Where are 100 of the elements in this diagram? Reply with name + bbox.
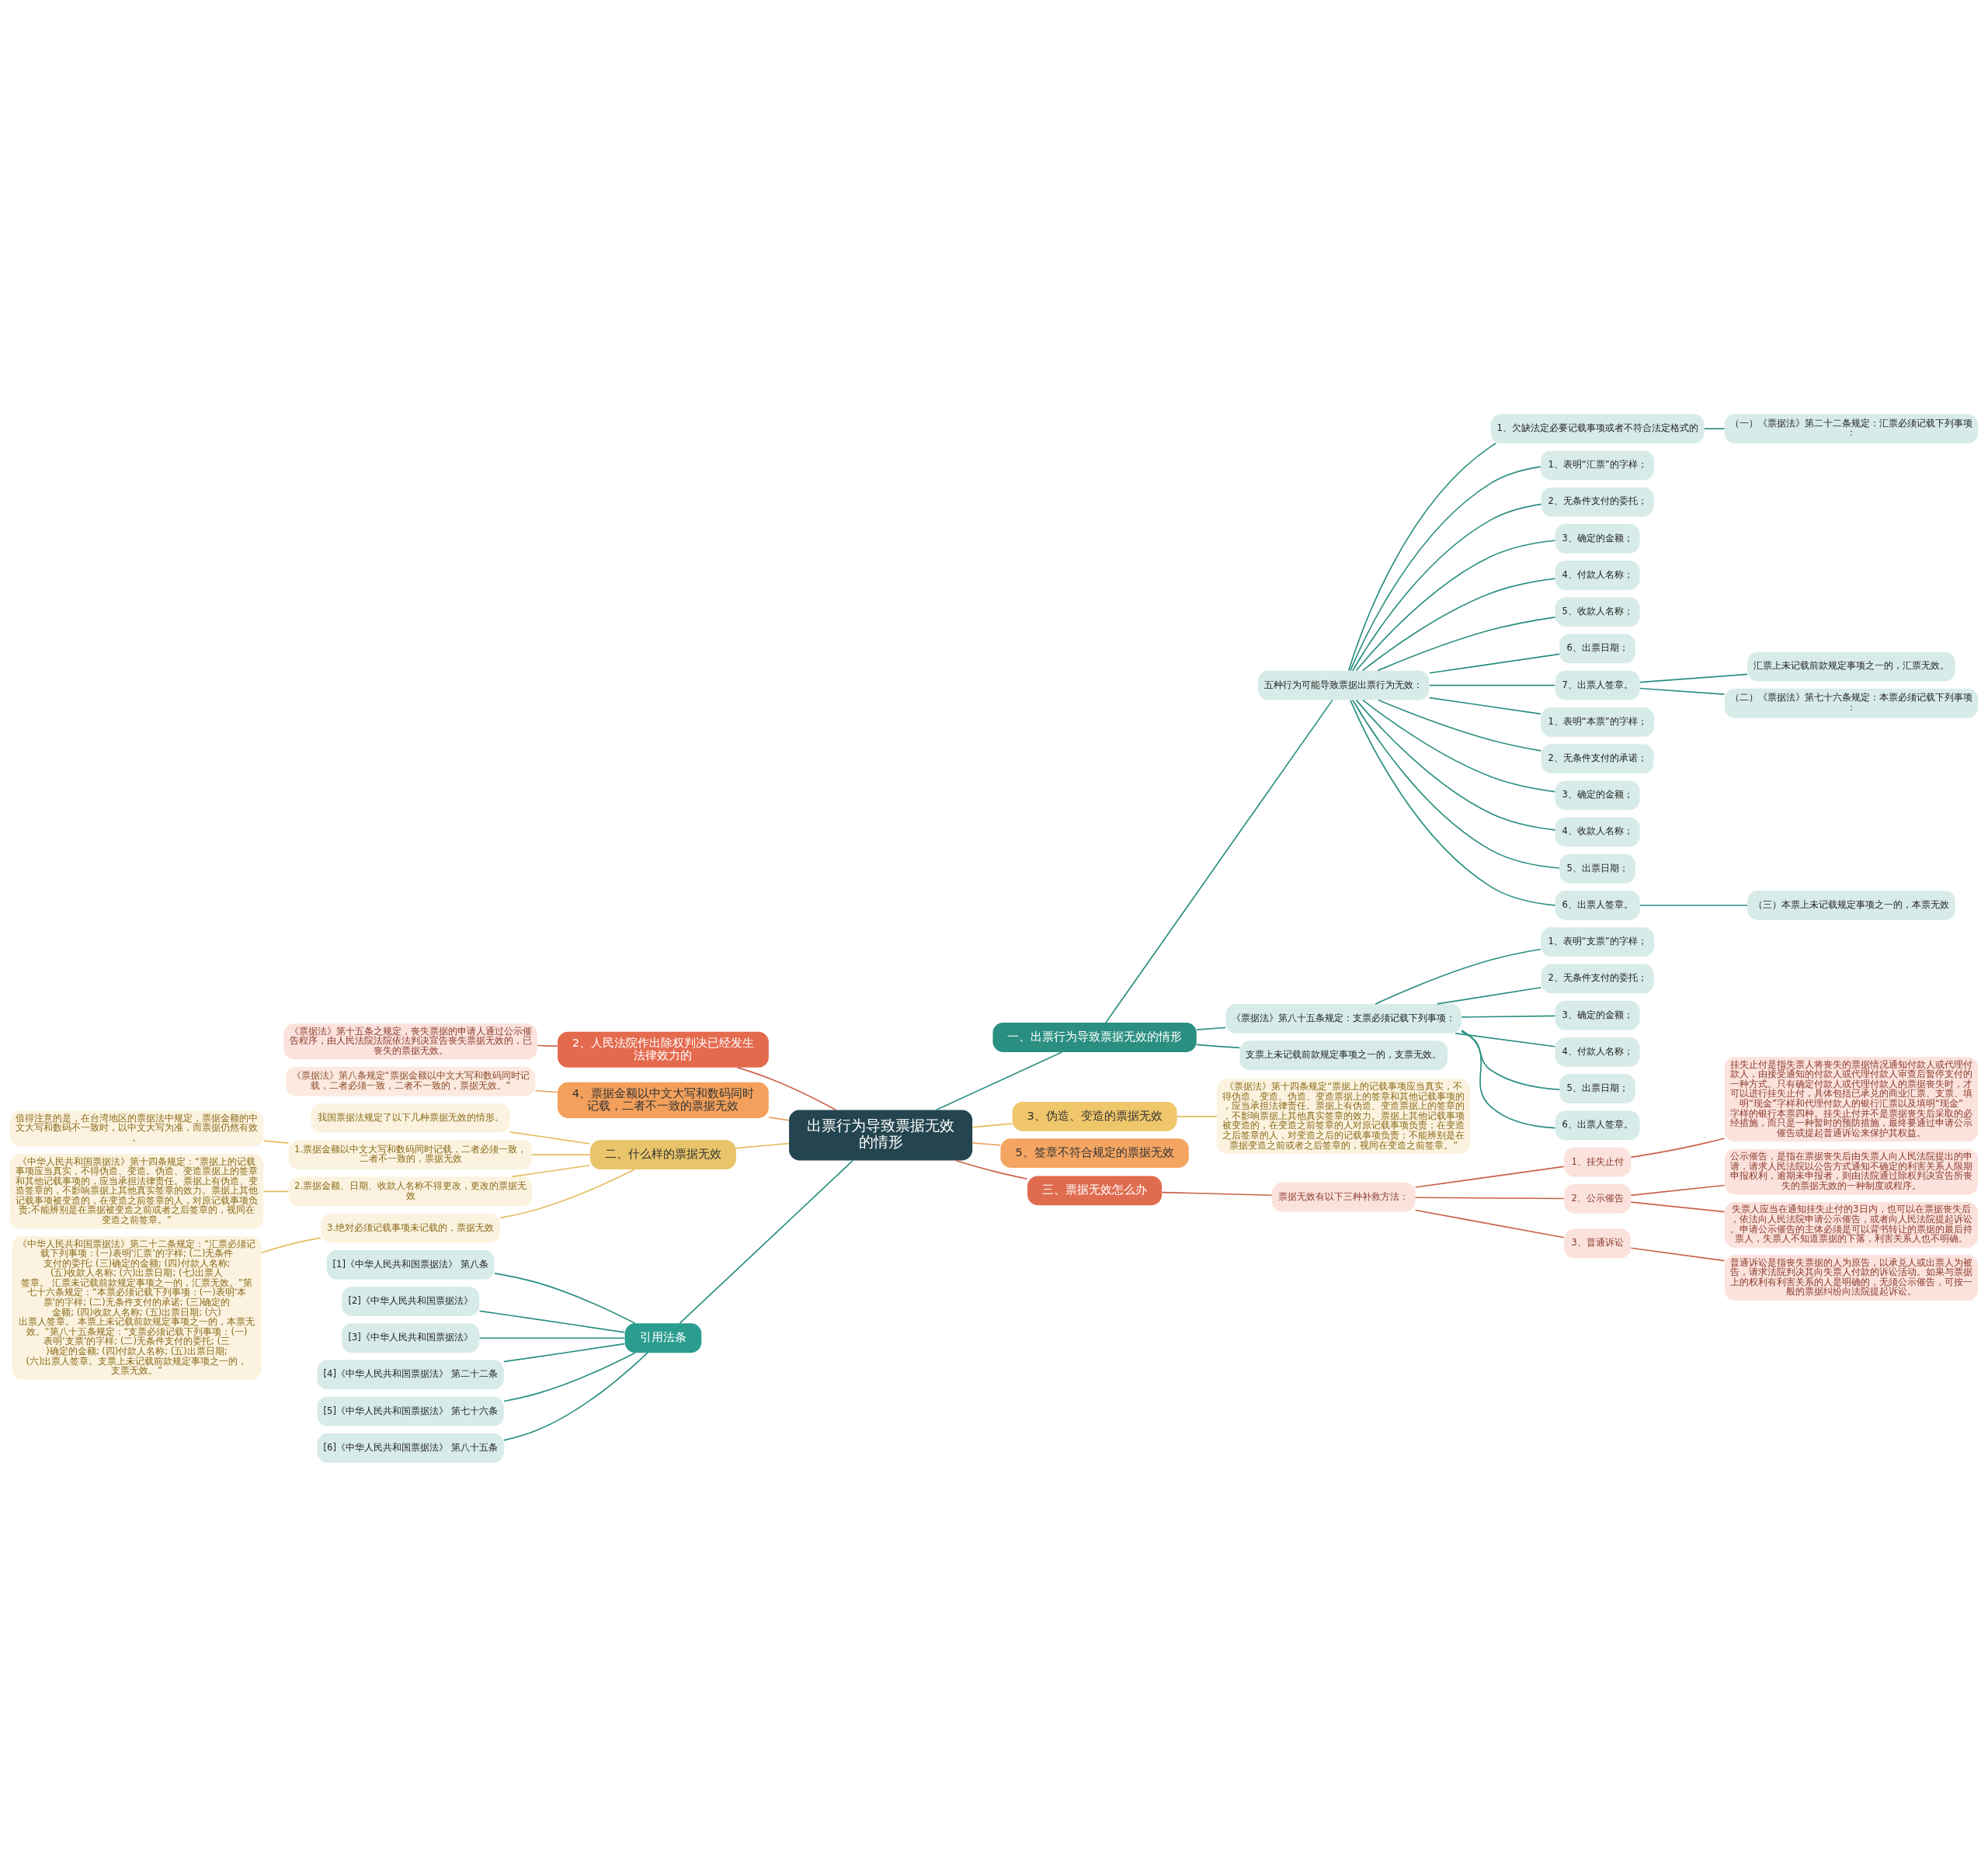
connector bbox=[1350, 465, 1541, 672]
node-box: 5、出票日期； bbox=[1559, 853, 1635, 884]
connector bbox=[971, 1122, 1013, 1127]
node-box: 3.绝对必须记载事项未记载的，票据无效 bbox=[321, 1213, 501, 1242]
connector bbox=[1630, 1200, 1726, 1212]
connector bbox=[1362, 699, 1556, 792]
connector bbox=[1196, 1044, 1241, 1048]
connector bbox=[1436, 986, 1542, 1005]
node-box: 2、无条件支付的承诺； bbox=[1541, 743, 1654, 773]
connector bbox=[1161, 1191, 1273, 1196]
connector bbox=[1105, 699, 1333, 1023]
connector bbox=[736, 1066, 836, 1110]
connector bbox=[1630, 1246, 1726, 1261]
node-box: 《票据法》第十五条之规定，丧失票据的申请人通过公示催告程序，由人民法院法院依法判决宣告丧失票据无效的，已丧失的票据无效。 bbox=[283, 1023, 537, 1059]
node-box: 3、确定的金额； bbox=[1555, 523, 1640, 554]
node-box: 五种行为可能导致票据出票行为无效： bbox=[1258, 670, 1430, 700]
node-box: 引用法条 bbox=[624, 1322, 702, 1353]
connector bbox=[679, 1159, 854, 1324]
node-box: （三）本票上未记载规定事项之一的，本票无效 bbox=[1747, 890, 1955, 920]
connector bbox=[509, 1131, 591, 1145]
node-box: 《中华人民共和国票据法》第二十二条规定：“汇票必须记载下列事项：(一)表明‘汇票’的字样; (二)无条件支付的委托; (三)确定的金额; (四)付款人名称; (五)收款人名称; (六)出票日期; (七)出票人签章。 汇票未记载前款规定事项之一的，汇票无效。”第七十六条规定：“本票必须记载下列事项：(一)表明‘本票’的字样; (二)无条件支付的承诺; (三)确定的金额; (四)收款人名称; (五)出票日期; (六)出票人签章。 本票上未记载前款规定事项之一的，本票无效。”第八十五条规定：“支票必须记载下列事项：(一)表明‘支票’的字样; (二)无条件支付的委托; (三)确定的金额; (四)付款人名称; (五)出票日期; (六)出票人签章。支票上未记载前款规定事项之一的，支票无效。” bbox=[12, 1235, 262, 1380]
node-box: 2、无条件支付的委托； bbox=[1541, 964, 1654, 993]
connector bbox=[954, 1159, 1028, 1179]
node-box: 3、确定的金额； bbox=[1555, 780, 1640, 810]
node-box: [6]《中华人民共和国票据法》 第八十五条 bbox=[317, 1433, 504, 1463]
connector bbox=[1428, 684, 1555, 686]
node-box: 票据无效有以下三种补救方法： bbox=[1271, 1182, 1416, 1212]
connector bbox=[1630, 1137, 1726, 1158]
node-box: 6、出票人签章。 bbox=[1555, 890, 1640, 920]
node-box: 6、出票人签章。 bbox=[1555, 1110, 1640, 1140]
connector bbox=[261, 1236, 321, 1253]
node-box: 4、收款人名称； bbox=[1555, 817, 1640, 846]
node-box: 《中华人民共和国票据法》第十四条规定：“票据上的记载事项应当真实，不得伪造、变造。伪造、变造票据上的签章和其他记载事项的，应当承担法律责任。票据上有伪造、变造签章的，不影响票据上其他真实签章的效力。票据上其他记载事项被变造的，在变造之前签章的人，对原记载事项负责;不能辨别是在票据被变造之前或者之后签章的，视同在变造之前签章。” bbox=[9, 1153, 264, 1229]
connector bbox=[1461, 1015, 1556, 1018]
connector bbox=[1378, 699, 1542, 752]
connector bbox=[1461, 1029, 1556, 1128]
node-box: [3]《中华人民共和国票据法》 bbox=[341, 1322, 480, 1353]
connector bbox=[502, 1351, 648, 1441]
connector bbox=[1639, 673, 1748, 683]
connector bbox=[511, 1164, 591, 1177]
node-box: [1]《中华人民共和国票据法》 第八条 bbox=[326, 1249, 495, 1280]
connector bbox=[502, 1343, 626, 1362]
node-box: [5]《中华人民共和国票据法》 第七十六条 bbox=[317, 1396, 504, 1426]
connector bbox=[494, 1272, 636, 1324]
connector bbox=[1355, 539, 1556, 671]
connector bbox=[1428, 653, 1561, 674]
connector bbox=[1414, 1209, 1565, 1239]
node-box: 1、表明“本票”的字样； bbox=[1541, 707, 1655, 737]
node-box: 5、签章不符合规定的票据无效 bbox=[1000, 1138, 1189, 1168]
connector bbox=[1351, 503, 1542, 672]
connector bbox=[1350, 699, 1556, 906]
node-box: [2]《中华人民共和国票据法》 bbox=[341, 1286, 480, 1316]
connector bbox=[1352, 699, 1560, 869]
node-box: 2、公示催告 bbox=[1564, 1183, 1632, 1214]
node-box: 5、出票日期； bbox=[1559, 1073, 1635, 1103]
connector bbox=[262, 1190, 290, 1192]
connector bbox=[499, 1168, 635, 1218]
connector bbox=[1377, 616, 1556, 671]
node-box: 支票上未记载前款规定事项之一的，支票无效。 bbox=[1239, 1040, 1448, 1070]
node-box: 出票行为导致票据无效的情形 bbox=[789, 1109, 973, 1160]
node-box: 3、确定的金额； bbox=[1555, 1000, 1640, 1030]
connector bbox=[1414, 1196, 1565, 1199]
connector bbox=[1361, 577, 1556, 671]
node-box: （一）《票据法》第二十二条规定：汇票必须记载下列事项： bbox=[1724, 413, 1979, 443]
node-box: 普通诉讼是指丧失票据的人为原告，以承兑人或出票人为被告，请求法院判决其向失票人付款的诉讼活动。如果与票据上的权利有利害关系的人是明确的，无须公示催告，可按一般的票据纠纷向法院提起诉讼。 bbox=[1724, 1254, 1979, 1301]
connector bbox=[1630, 1184, 1726, 1196]
connector bbox=[531, 1153, 591, 1155]
node-box: 2、人民法院作出除权判决已经发生法律效力的 bbox=[558, 1031, 769, 1068]
node-box: 挂失止付是指失票人将丧失的票据情况通知付款人或代理付款人，由接受通知的付款人或代理付款人审查后暂停支付的一种方式。只有确定付款人或代理付款人的票据丧失时，才可以进行挂失止付，具体包括已承兑的商业汇票、支票、填明“现金”字样和代理付款人的银行汇票以及填明“现金”字样的银行本票四种。挂失止付并不是票据丧失后采取的必经措施，而只是一种暂时的预防措施，最终要通过申请公示催告或提起普通诉讼来保护其权益。 bbox=[1724, 1056, 1979, 1141]
connector bbox=[503, 1351, 636, 1402]
connector bbox=[1639, 687, 1726, 695]
node-box: 1、欠缺法定必要记载事项或者不符合法定格式的 bbox=[1490, 413, 1705, 443]
connector bbox=[478, 1336, 626, 1339]
node-box: 4、付款人名称； bbox=[1555, 1037, 1640, 1067]
connector bbox=[262, 1139, 290, 1144]
connector bbox=[1355, 699, 1556, 831]
node-box: 我国票据法规定了以下几种票据无效的情形。 bbox=[311, 1103, 510, 1133]
node-box: 三、票据无效怎么办 bbox=[1027, 1175, 1163, 1205]
connector bbox=[768, 1116, 790, 1121]
connector bbox=[534, 1089, 558, 1093]
connector bbox=[1461, 1030, 1561, 1090]
node-box: 值得注意的是，在台湾地区的票据法中规定，票据金额的中文大写和数码不一致时，以中文大写为准，而票据仍然有效。 bbox=[9, 1110, 264, 1147]
connector bbox=[936, 1051, 1063, 1110]
node-box: 《票据法》第八条规定“票据金额以中文大写和数码同时记载，二者必须一致，二者不一致的，票据无效。” bbox=[286, 1066, 536, 1096]
connector bbox=[1176, 1115, 1218, 1117]
connector bbox=[1375, 948, 1541, 1005]
node-box: 2、无条件支付的委托； bbox=[1541, 487, 1654, 516]
connector bbox=[1428, 697, 1541, 714]
node-box: 3、伪造、变造的票据无效 bbox=[1012, 1101, 1177, 1131]
connector bbox=[1704, 427, 1726, 429]
connector bbox=[1639, 904, 1748, 906]
node-box: （二）《票据法》第七十六条规定：本票必须记载下列事项： bbox=[1724, 688, 1979, 718]
node-box: 5、收款人名称； bbox=[1555, 596, 1640, 627]
node-box: 一、出票行为导致票据无效的情形 bbox=[992, 1022, 1197, 1052]
connector bbox=[1455, 1032, 1556, 1047]
node-box: 4、付款人名称； bbox=[1555, 560, 1640, 590]
connector bbox=[1414, 1166, 1565, 1188]
node-box: 《票据法》第十四条规定“票据上的记载事项应当真实，不得伪造、变造。伪造、变造票据上的签章和其他记载事项的，应当承担法律责任。票据上有伪造、变造票据上的签章的，不影响票据上其他真实签章的效力。票据上其他记载事项被变造的，在变造之前签章的人对原记载事项负责；在变造之后签章的人，对变造之后的记载事项负责；不能辨别是在票据变造之前或者之后签章的，视同在变造之前签章。” bbox=[1217, 1079, 1471, 1154]
connector bbox=[971, 1141, 1002, 1146]
node-box: 公示催告，是指在票据丧失后由失票人向人民法院提出的申请，请求人民法院以公告方式通知不确定的利害关系人限期申报权利，逾期未申报者，则由法院通过除权判决宣告所丧失的票据无效的一种制度或程序。 bbox=[1724, 1148, 1979, 1195]
